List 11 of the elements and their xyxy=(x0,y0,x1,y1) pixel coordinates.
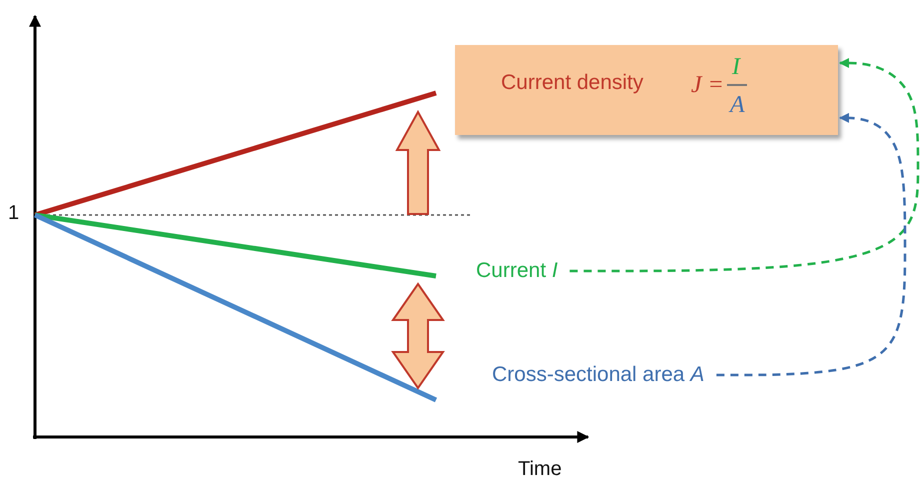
dashed-arrow xyxy=(570,58,920,272)
series-label: Cross-sectional area A xyxy=(492,363,704,387)
denominator: A xyxy=(730,93,745,117)
formula-box xyxy=(455,45,838,135)
tick-label: 1 xyxy=(8,202,20,225)
formula-left-side: J = xyxy=(691,73,724,97)
numerator: I xyxy=(732,55,740,79)
series-label: Current I xyxy=(476,259,558,283)
dashed-arrow xyxy=(716,112,906,376)
axis-title: Time xyxy=(518,458,562,481)
box-title: Current density xyxy=(501,71,644,95)
